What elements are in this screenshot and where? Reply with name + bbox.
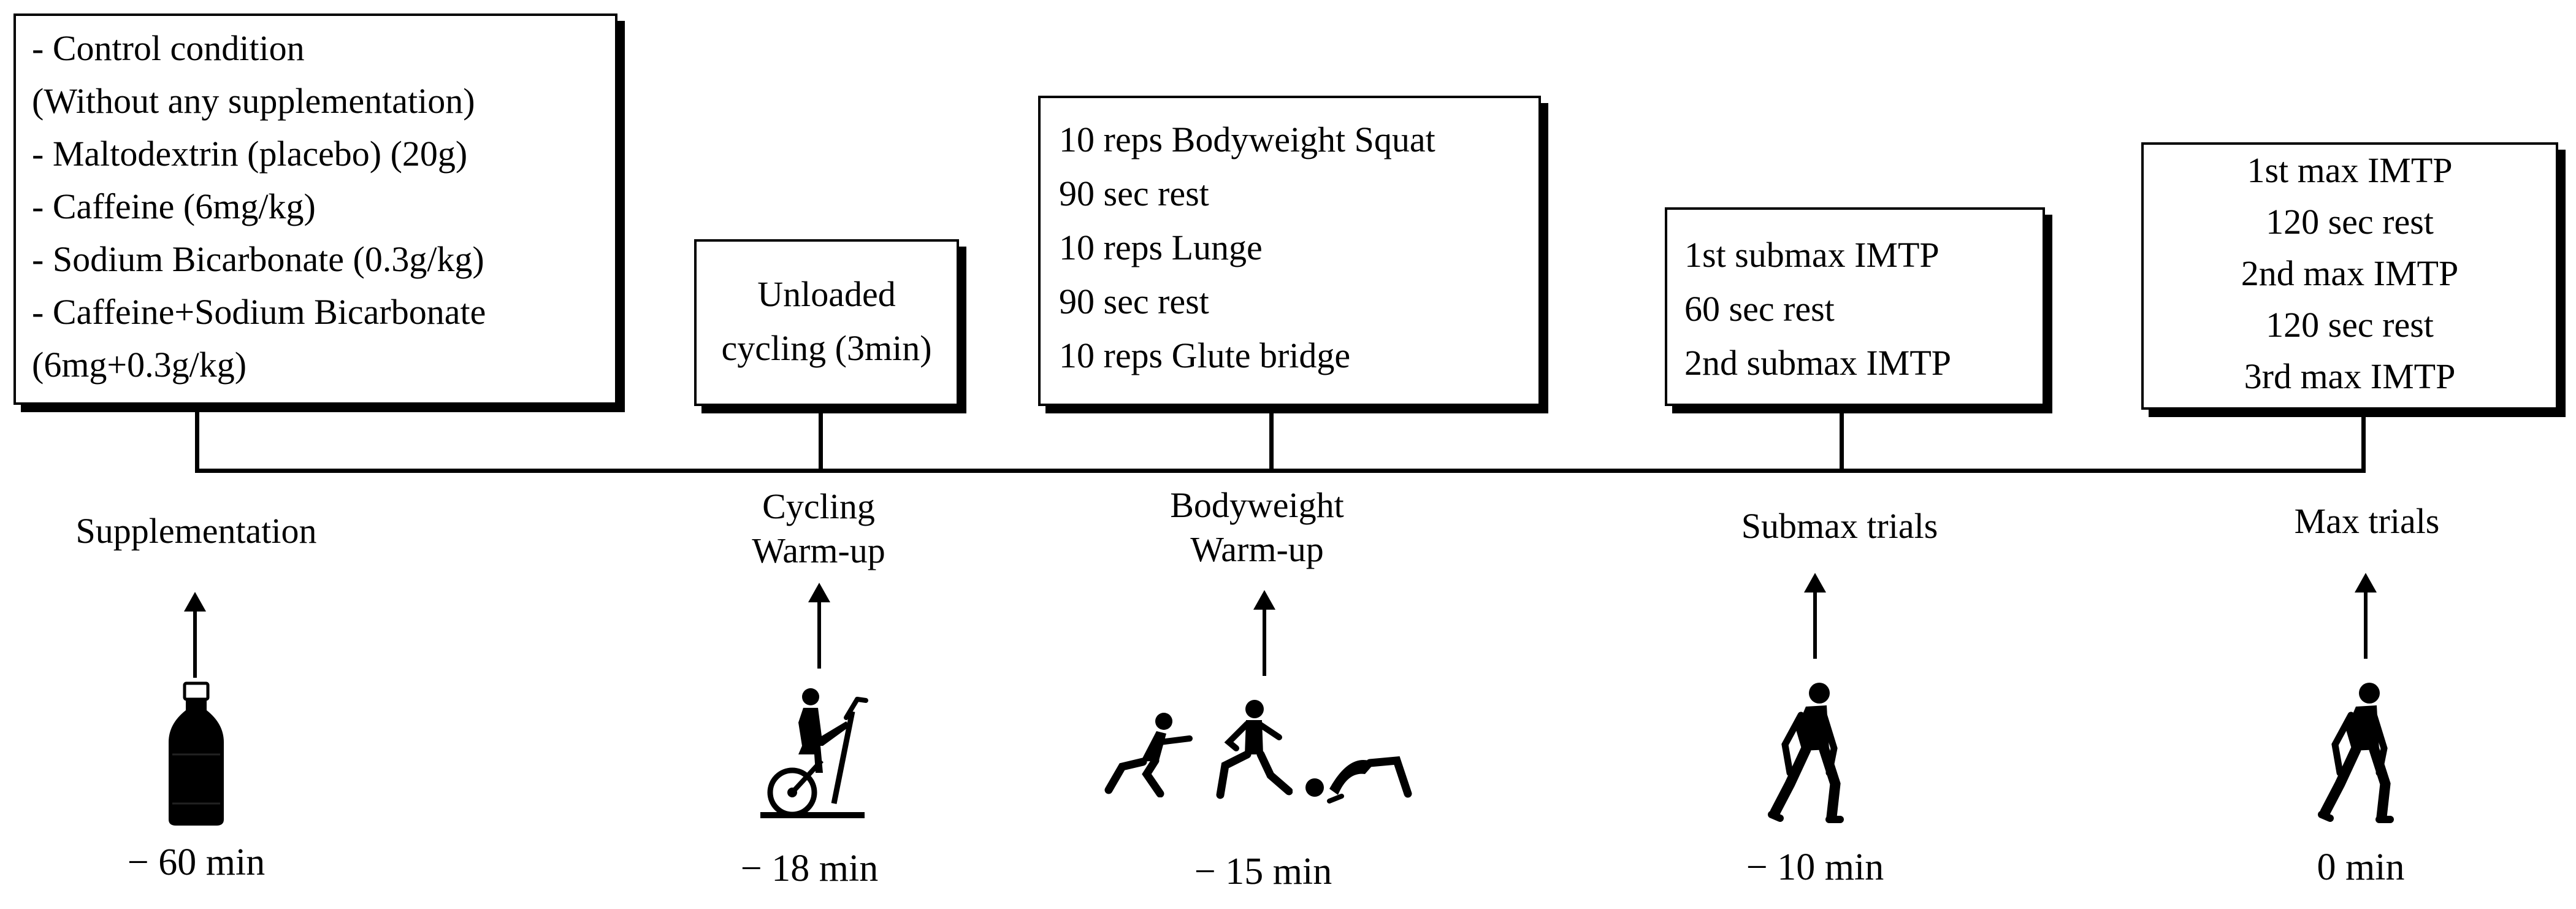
submax-box-line: 1st submax IMTP [1684, 235, 1940, 275]
deadlift-icon [1768, 683, 1844, 823]
lunge-icon [1216, 700, 1293, 799]
up-arrow-icon [2355, 573, 2377, 659]
bodyweight-box-line: 10 reps Bodyweight Squat [1059, 120, 1435, 159]
stage-label-line: Bodyweight [1170, 485, 1344, 525]
stage-label-line: Cycling [762, 486, 875, 526]
bodyweight-box: 10 reps Bodyweight Squat 90 sec rest 10 … [1038, 96, 1541, 406]
timeline-axis [195, 469, 2366, 473]
stage-label-cycling: Cycling Warm-up [696, 485, 941, 573]
supplementation-line: - Caffeine+Sodium Bicarbonate [32, 292, 486, 332]
bodyweight-box-line: 90 sec rest [1059, 282, 1209, 321]
glute-bridge-icon [1305, 756, 1412, 804]
max-box-line: 1st max IMTP [2247, 150, 2453, 190]
stage-label-line: Warm-up [1190, 529, 1324, 569]
stage-label-supplementation: Supplementation [75, 511, 317, 551]
timeline-tick [819, 410, 823, 473]
exercise-bike-icon [760, 688, 868, 818]
supplementation-line: - Caffeine (6mg/kg) [32, 186, 316, 226]
supplementation-box: - Control condition (Without any supplem… [13, 13, 617, 405]
stage-label-max: Max trials [2294, 501, 2440, 541]
timeline-tick [195, 410, 199, 473]
time-label-bodyweight: − 15 min [1194, 851, 1332, 892]
submax-box-line: 60 sec rest [1684, 289, 1835, 329]
supplementation-line: (6mg+0.3g/kg) [32, 345, 247, 385]
supplementation-line: - Sodium Bicarbonate (0.3g/kg) [32, 239, 484, 279]
stage-label-line: Warm-up [752, 531, 885, 570]
time-label-cycling: − 18 min [740, 848, 879, 889]
up-arrow-icon [184, 592, 206, 678]
bodyweight-box-line: 10 reps Glute bridge [1059, 336, 1351, 375]
bottle-icon [169, 681, 224, 826]
max-box-line: 2nd max IMTP [2241, 253, 2459, 293]
up-arrow-icon [1253, 590, 1275, 676]
submax-box: 1st submax IMTP 60 sec rest 2nd submax I… [1665, 207, 2045, 406]
stage-label-bodyweight: Bodyweight Warm-up [1134, 483, 1380, 572]
supplementation-line: - Maltodextrin (placebo) (20g) [32, 134, 468, 174]
deadlift-icon [2318, 683, 2394, 823]
supplementation-line: (Without any supplementation) [32, 81, 475, 121]
time-label-supplementation: − 60 min [127, 842, 266, 883]
cycling-box-line: cycling (3min) [721, 328, 932, 368]
supplementation-line: - Control condition [32, 28, 305, 68]
timeline-tick [2361, 410, 2366, 473]
timeline-tick [1269, 410, 1274, 473]
time-label-max: 0 min [2317, 846, 2405, 888]
up-arrow-icon [808, 583, 830, 669]
bodyweight-box-line: 90 sec rest [1059, 174, 1209, 213]
max-box-line: 120 sec rest [2266, 305, 2434, 345]
up-arrow-icon [1804, 573, 1826, 659]
time-label-submax: − 10 min [1746, 846, 1884, 888]
bodyweight-box-line: 10 reps Lunge [1059, 228, 1263, 267]
cycling-box: Unloaded cycling (3min) [694, 239, 959, 406]
timeline-tick [1840, 410, 1844, 473]
max-box-line: 3rd max IMTP [2244, 356, 2456, 396]
submax-box-line: 2nd submax IMTP [1684, 343, 1951, 383]
stage-label-submax: Submax trials [1741, 506, 1938, 546]
max-box: 1st max IMTP 120 sec rest 2nd max IMTP 1… [2141, 142, 2558, 410]
max-box-line: 120 sec rest [2266, 202, 2434, 242]
squat-icon [1104, 713, 1193, 797]
cycling-box-line: Unloaded [757, 274, 896, 314]
